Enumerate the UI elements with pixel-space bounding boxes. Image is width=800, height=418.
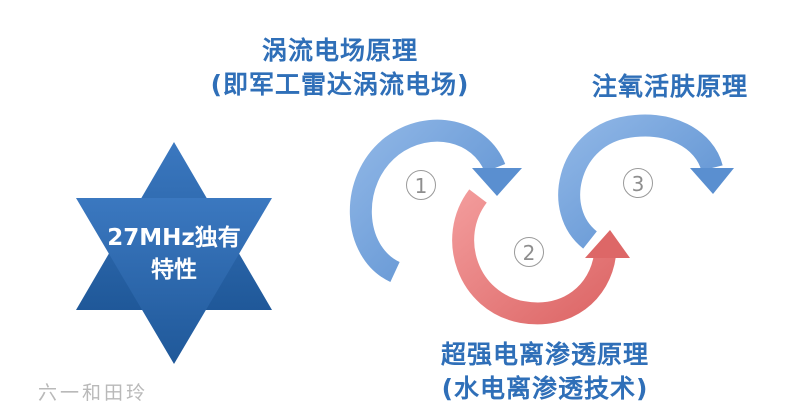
star-label: 27MHz独有 特性 — [104, 222, 244, 286]
arrow-1-blue — [349, 119, 522, 282]
step-2-title: 超强电离渗透原理 — [440, 340, 649, 369]
step-1-number: 1 — [406, 170, 436, 200]
step-1-subtitle: (即军工雷达涡流电场) — [210, 70, 470, 99]
step-1-label: 涡流电场原理 (即军工雷达涡流电场) — [180, 34, 500, 102]
star-label-line2: 特性 — [151, 257, 197, 283]
step-3-number: 3 — [623, 168, 653, 198]
step-2-number: 2 — [514, 237, 544, 267]
step-3-label: 注氧活肤原理 — [560, 70, 780, 104]
arrow-2-red — [452, 189, 630, 325]
step-2-label: 超强电离渗透原理 (水电离渗透技术) — [395, 338, 695, 406]
star-shape — [76, 142, 272, 364]
arrow-3-blue — [558, 114, 734, 249]
step-2-subtitle: (水电离渗透技术) — [441, 374, 649, 403]
step-1-title: 涡流电场原理 — [261, 36, 418, 65]
watermark: 六一和田玲 — [38, 382, 149, 404]
step-3-title: 注氧活肤原理 — [591, 72, 748, 101]
star-label-line1: 27MHz独有 — [107, 225, 241, 251]
